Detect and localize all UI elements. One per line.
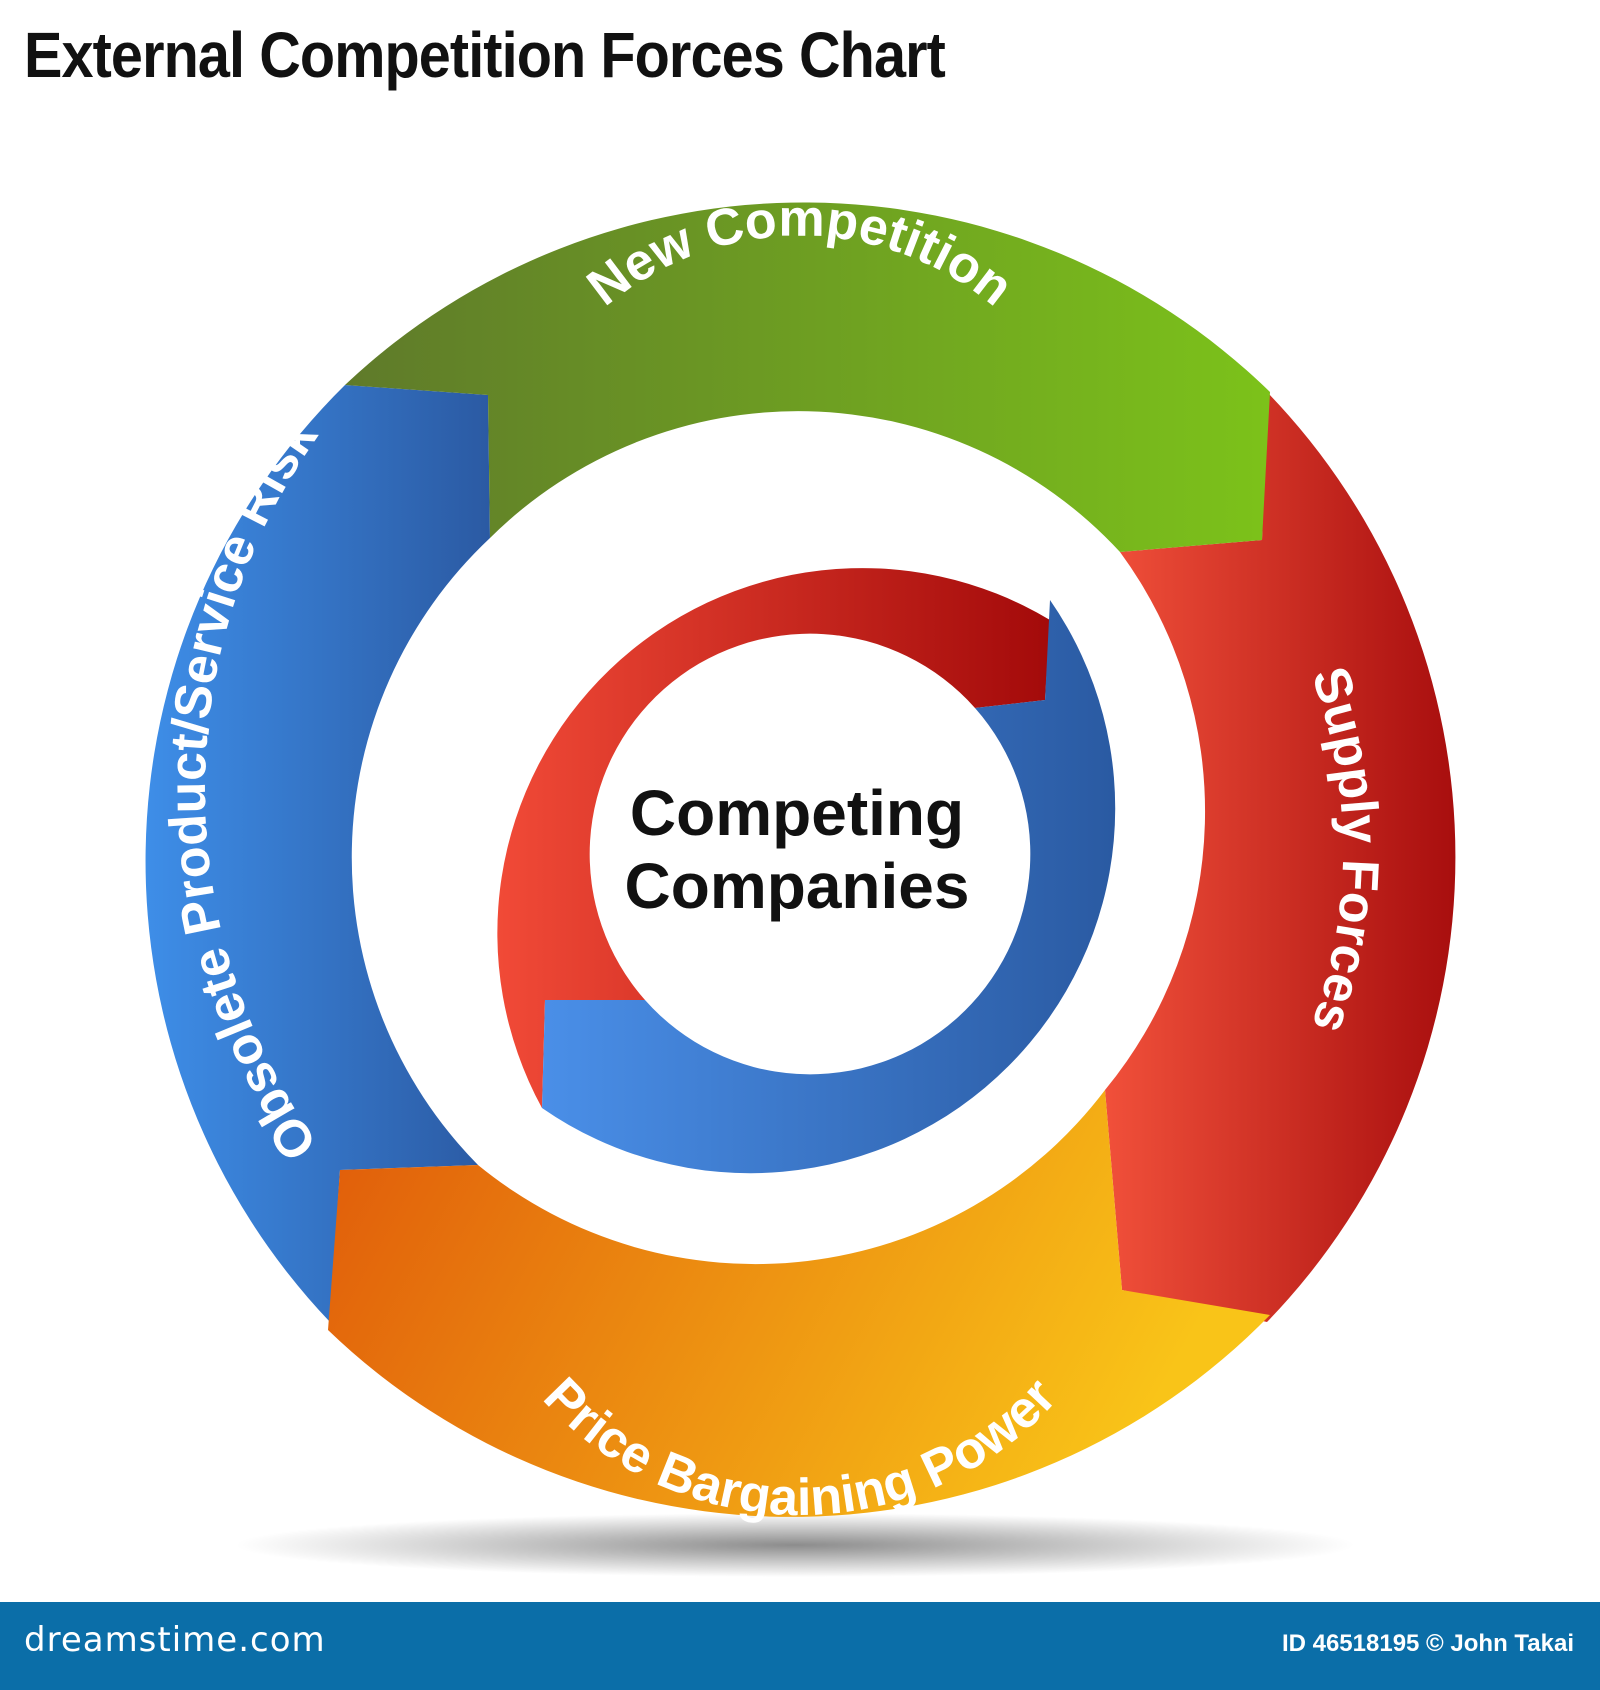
footer-credit: ID 46518195 © John Takai (1281, 1630, 1574, 1657)
outer-segment-price (328, 1090, 1270, 1517)
center-circle (592, 645, 1002, 1055)
page-title: External Competition Forces Chart (24, 19, 946, 91)
outer-segment-obsolete (145, 385, 490, 1322)
footer-bar: dreamstime.com ID 46518195 © John Takai (0, 1602, 1600, 1690)
ground-shadow (235, 1513, 1355, 1577)
inner-arrow-blue (542, 600, 1116, 1174)
center-label-line1: Competing (630, 777, 964, 849)
footer-logo[interactable]: dreamstime.com (24, 1620, 326, 1660)
outer-segment-new-competition (345, 202, 1270, 552)
center-label-line2: Companies (625, 850, 970, 922)
forces-diagram: Competing Companies New Competition Pric… (145, 202, 1456, 1577)
inner-arrow-red (497, 568, 1050, 1108)
outer-segment-supply (1105, 392, 1456, 1322)
